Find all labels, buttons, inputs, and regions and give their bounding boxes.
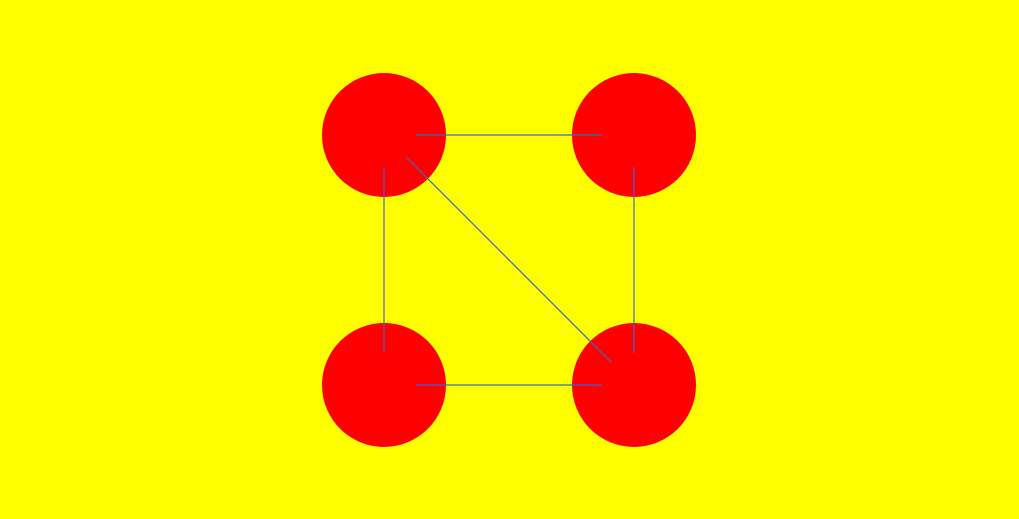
edges-layer [383,134,635,386]
edge-top-left-to-bottom-right [406,157,612,363]
node-top-right [572,73,696,197]
node-bottom-left [322,323,446,447]
